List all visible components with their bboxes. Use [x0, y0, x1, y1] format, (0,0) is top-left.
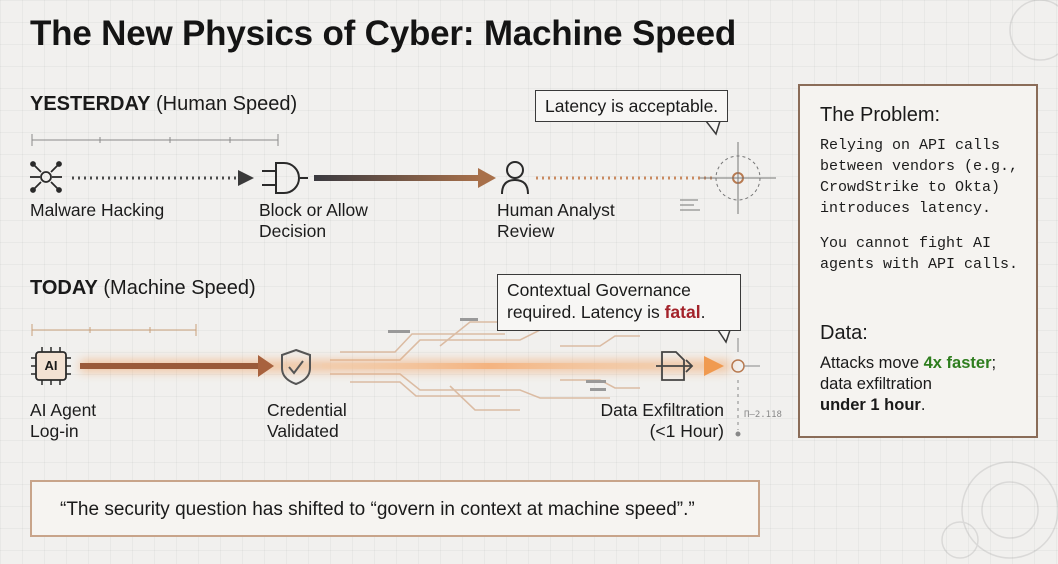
step-label-line1: Human Analyst [497, 200, 615, 220]
callout-pointer-today [717, 329, 731, 344]
today-ruler [31, 324, 197, 336]
tick-label: Π–2.118 [744, 410, 782, 420]
today-heading-rest: (Machine Speed) [103, 277, 256, 299]
data-line3-suffix: . [920, 396, 926, 414]
problem-body-1: Relying on API calls between vendors (e.… [820, 135, 1018, 219]
step-human-analyst: Human Analyst Review [497, 200, 697, 242]
step-label-line2: Review [497, 221, 555, 241]
step-label-line1: AI Agent [30, 400, 97, 420]
callout-suffix: . [700, 302, 706, 322]
step-label-line2: Decision [259, 221, 327, 241]
problem-line: agents with API calls. [820, 256, 1019, 273]
yesterday-ruler [31, 134, 279, 146]
latency-acceptable-callout: Latency is acceptable. [535, 90, 729, 122]
fatal-emphasis: fatal [664, 302, 701, 322]
step-label-line1: Data Exfiltration [600, 400, 724, 420]
step-label-line2: Validated [267, 421, 339, 441]
today-heading-bold: TODAY [30, 277, 98, 299]
machine-speed-beam-2 [322, 363, 654, 369]
quote-text: “The security question has shifted to “g… [60, 499, 695, 520]
data-line1-prefix: Attacks move [820, 354, 924, 372]
problem-panel: The Problem: Relying on API calls betwee… [798, 84, 1038, 438]
crosshair-target-icon [731, 338, 760, 437]
machine-speed-beam [80, 363, 260, 369]
callout-line2-prefix: required. Latency is [507, 302, 665, 322]
step-label-line1: Credential [267, 400, 347, 420]
circuit-tiny-labels [388, 318, 606, 391]
problem-line: Relying on API calls [820, 137, 1001, 154]
data-line2: data exfiltration [820, 375, 932, 393]
problem-line: between vendors (e.g., [820, 158, 1019, 175]
data-line3-bold: under 1 hour [820, 396, 921, 414]
data-title: Data: [820, 322, 868, 344]
step-malware-hacking: Malware Hacking [30, 200, 230, 221]
step-label-line2: Log-in [30, 421, 79, 441]
problem-line: introduces latency. [820, 200, 992, 217]
yesterday-heading: YESTERDAY (Human Speed) [30, 93, 297, 116]
step-label-line1: Malware Hacking [30, 200, 165, 220]
problem-line: CrowdStrike to Okta) [820, 179, 1001, 196]
step-data-exfiltration: Data Exfiltration (<1 Hour) [524, 400, 724, 442]
gear-decoration-icon [941, 0, 1058, 559]
person-icon [501, 161, 529, 195]
data-line1: Attacks move 4x faster; [820, 353, 1035, 374]
ai-chip-icon [31, 347, 71, 385]
step-label-line1: Block or Allow [259, 200, 368, 220]
step-ai-agent: AI Agent Log-in [30, 400, 230, 442]
today-heading: TODAY (Machine Speed) [30, 277, 256, 300]
faster-emphasis: 4x faster [923, 354, 992, 372]
plug-icon [262, 162, 308, 194]
problem-line: You cannot fight AI [820, 235, 992, 252]
problem-body-2: You cannot fight AI agents with API call… [820, 233, 1018, 275]
problem-title: The Problem: [820, 104, 941, 126]
ai-chip-label: AI [44, 358, 58, 373]
beam-arrowhead-2 [704, 356, 724, 376]
arrow-malware-to-decision [72, 170, 254, 186]
step-label-line2: (<1 Hour) [649, 421, 724, 441]
exfiltration-icon [656, 351, 694, 381]
yesterday-heading-bold: YESTERDAY [30, 93, 151, 115]
yesterday-heading-rest: (Human Speed) [155, 93, 298, 115]
page-title: The New Physics of Cyber: Machine Speed [30, 14, 737, 53]
arrow-decision-to-review [314, 168, 496, 188]
beam-arrowhead-1 [258, 355, 274, 377]
callout-line2: required. Latency is fatal. [507, 301, 731, 323]
quote-box: “The security question has shifted to “g… [30, 480, 760, 537]
data-body: Attacks move 4x faster; data exfiltratio… [820, 353, 1035, 416]
circuit-bug-icon [30, 161, 62, 193]
contextual-governance-callout: Contextual Governance required. Latency … [497, 274, 741, 331]
callout-line1: Contextual Governance [507, 280, 691, 300]
step-credential-validated: Credential Validated [267, 400, 467, 442]
crosshair-icon [680, 142, 776, 214]
step-block-or-allow: Block or Allow Decision [259, 200, 459, 242]
shield-check-icon [281, 348, 311, 386]
data-line3: under 1 hour. [820, 395, 1035, 416]
data-line1-suffix: ; [991, 354, 997, 372]
callout-pointer [705, 120, 721, 136]
